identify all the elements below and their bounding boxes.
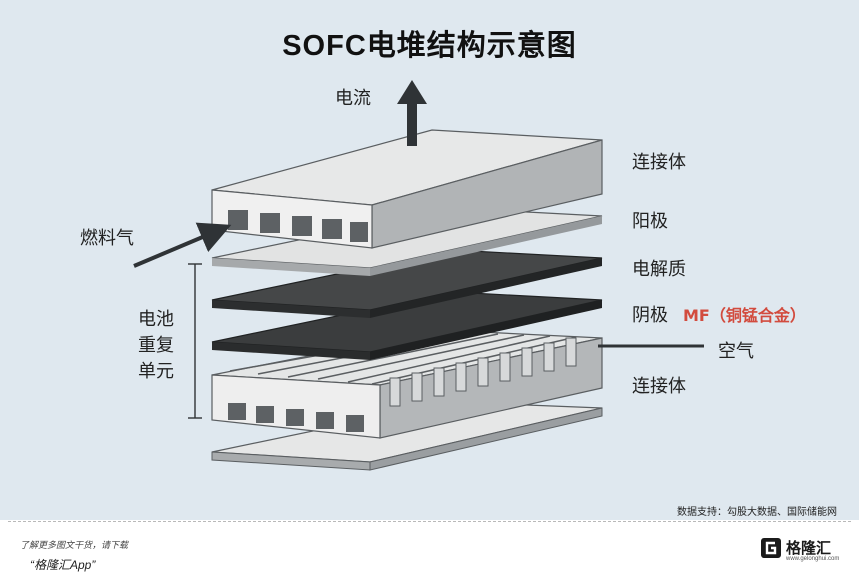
brand-domain: www.gelonghui.com [786, 556, 840, 562]
label-electrolyte: 电解质 [632, 259, 686, 280]
label-current: 电流 [335, 88, 371, 109]
label-repeat-unit-line2: 重复 [138, 335, 174, 356]
current-arrow [397, 80, 427, 146]
repeat-unit-bracket [188, 263, 202, 419]
label-anode: 阳极 [632, 211, 668, 232]
label-repeat-unit-line1: 电池 [138, 309, 174, 330]
label-cathode-material: MF（铜锰合金） [683, 306, 806, 325]
electrolyte-layer [211, 249, 603, 318]
source-note: 数据支持：勾股大数据、国际储能网 [677, 507, 837, 518]
footer-divider [8, 521, 851, 522]
sofc-stack-diagram [133, 80, 704, 471]
cathode-layer [211, 291, 603, 360]
label-interconnect-bottom: 连接体 [632, 376, 686, 397]
label-interconnect-top: 连接体 [632, 152, 686, 173]
footer-hint: 了解更多图文干货，请下载 [20, 540, 129, 550]
footer-app-link[interactable]: “格隆汇App” [30, 558, 96, 572]
gelonghui-g-logo-icon [761, 538, 781, 558]
page-title: SOFC电堆结构示意图 [282, 30, 577, 62]
label-repeat-unit-line3: 单元 [138, 361, 174, 382]
fuel-gas-arrow [133, 222, 232, 268]
top-interconnect [211, 129, 603, 249]
brand-name: 格隆汇 [786, 540, 832, 557]
bottom-interconnect [211, 329, 603, 439]
label-cathode: 阴极 [632, 305, 668, 326]
label-air: 空气 [718, 341, 754, 362]
label-fuel-gas: 燃料气 [80, 228, 134, 249]
